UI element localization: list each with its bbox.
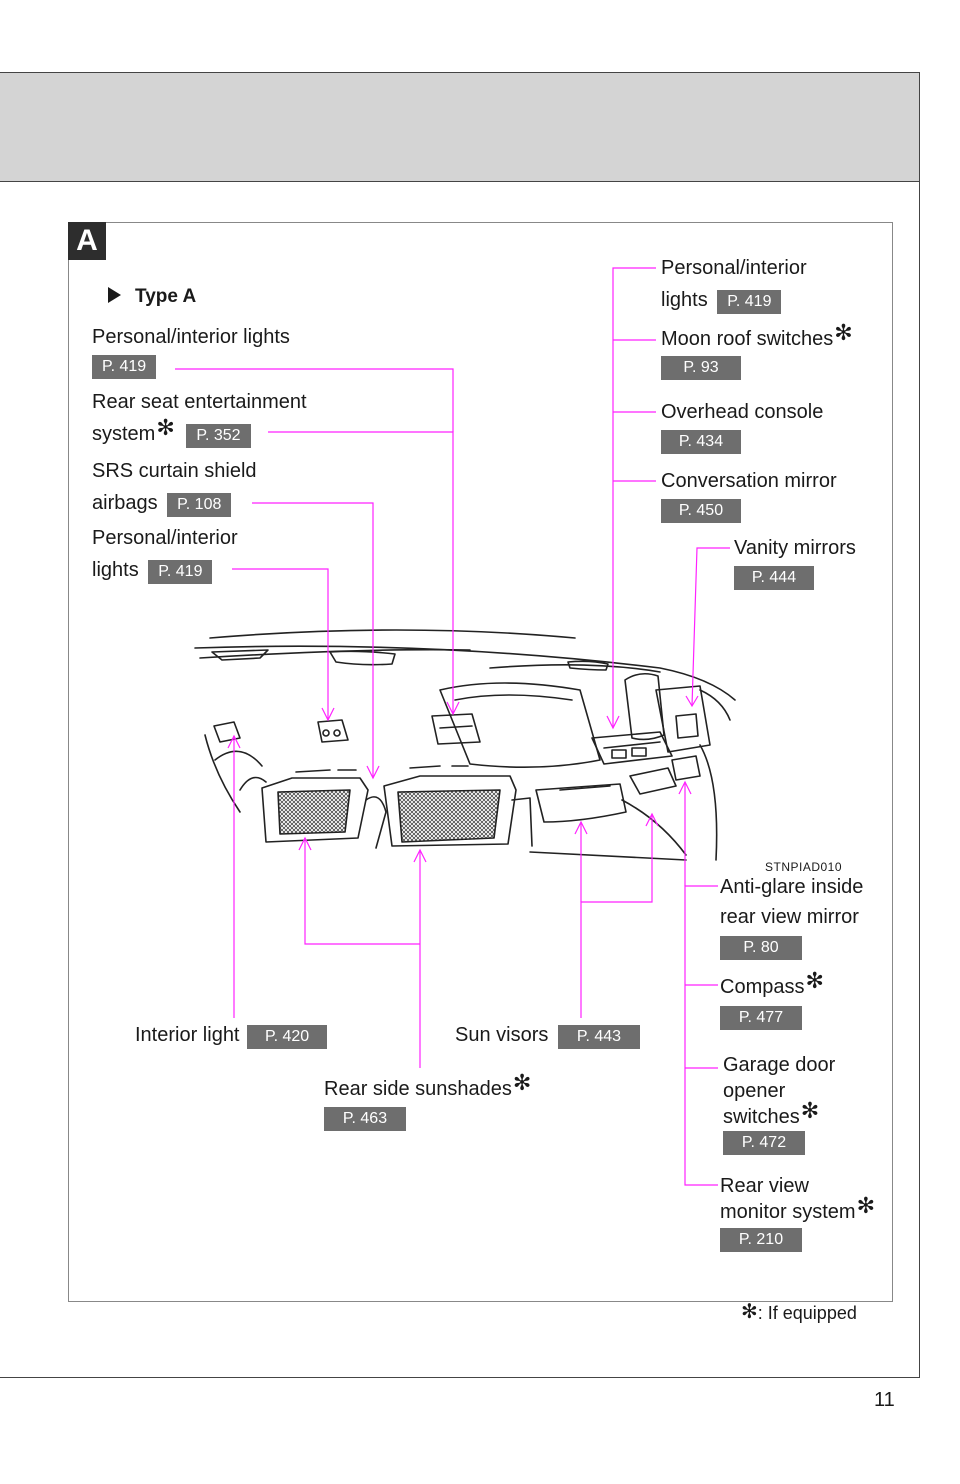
callout-rear-seat-entertainment: Rear seat entertainment system✻ P. 352 — [92, 388, 307, 448]
callout-interior-light: Interior light P. 420 — [135, 1021, 328, 1049]
callout-label: airbags — [92, 492, 158, 514]
callout-label: Personal/interior — [661, 257, 807, 279]
callout-label: rear view mirror — [720, 906, 859, 928]
callout-overhead-console: Overhead console — [661, 398, 823, 426]
callout-label: system — [92, 423, 156, 445]
callout-conversation-mirror: Conversation mirror — [661, 467, 837, 495]
page-ref-badge[interactable]: P. 443 — [557, 1025, 640, 1049]
callout-personal-interior-lights-right: Personal/interior lights P. 419 — [661, 254, 807, 314]
header-band — [0, 72, 920, 182]
callout-label: SRS curtain shield — [92, 460, 257, 482]
page-ref-badge[interactable]: P. 463 — [324, 1107, 406, 1131]
asterisk-icon: ✻ — [805, 968, 824, 993]
figure-frame — [68, 222, 893, 1302]
callout-label: Rear seat entertainment — [92, 391, 307, 413]
callout-sun-visors: Sun visors P. 443 — [455, 1021, 640, 1049]
figure-code: STNPIAD010 — [765, 860, 843, 874]
asterisk-icon: ✻ — [741, 1301, 758, 1323]
page-ref-badge[interactable]: P. 434 — [661, 430, 741, 454]
footnote-text: : If equipped — [757, 1303, 857, 1323]
asterisk-icon: ✻ — [834, 320, 853, 345]
page-ref-badge[interactable]: P. 93 — [661, 356, 741, 380]
callout-garage-door-opener: Garage door opener switches✻ — [723, 1052, 835, 1130]
page-rule-bottom — [0, 1377, 920, 1378]
callout-label: Rear side sunshades — [324, 1078, 512, 1100]
callout-moon-roof-switches: Moon roof switches✻ — [661, 320, 853, 353]
callout-label: Compass — [720, 976, 805, 998]
callout-vanity-mirrors: Vanity mirrors — [734, 534, 856, 562]
triangle-bullet-icon — [108, 287, 121, 303]
callout-label: Personal/interior lights — [92, 326, 290, 348]
type-heading: Type A — [108, 286, 196, 308]
page-ref-badge[interactable]: P. 444 — [734, 566, 814, 590]
page-ref-badge[interactable]: P. 419 — [92, 355, 157, 379]
footnote: ✻: If equipped — [740, 1301, 857, 1328]
asterisk-icon: ✻ — [512, 1070, 532, 1095]
callout-label: Interior light — [135, 1024, 240, 1046]
page-ref-badge[interactable]: P. 419 — [717, 290, 782, 314]
page-number: 11 — [874, 1389, 895, 1411]
section-tab: A — [68, 222, 106, 260]
page-ref-badge[interactable]: P. 420 — [247, 1025, 328, 1049]
page-rule-right — [919, 72, 920, 1378]
callout-label: Conversation mirror — [661, 470, 837, 492]
callout-label: Vanity mirrors — [734, 537, 856, 559]
callout-label: Moon roof switches — [661, 328, 834, 350]
callout-anti-glare-mirror: Anti-glare inside rear view mirror — [720, 872, 863, 932]
page-ref-badge[interactable]: P. 352 — [186, 424, 251, 448]
page-ref-badge[interactable]: P. 80 — [720, 936, 802, 960]
callout-label: lights — [661, 289, 708, 311]
callout-compass: Compass✻ — [720, 968, 824, 1001]
callout-label: Anti-glare inside — [720, 876, 864, 898]
asterisk-icon: ✻ — [800, 1098, 820, 1123]
callout-rear-view-monitor: Rear view monitor system✻ — [720, 1173, 875, 1225]
callout-label: Sun visors — [455, 1024, 549, 1046]
callout-label: monitor system — [720, 1201, 856, 1223]
callout-label: lights — [92, 559, 139, 581]
callout-personal-interior-lights-1: Personal/interior lights — [92, 323, 290, 351]
leader-arrowheads — [227, 695, 699, 863]
asterisk-icon: ✻ — [156, 415, 175, 440]
page-ref-badge[interactable]: P. 477 — [720, 1006, 802, 1030]
leader-lines — [175, 267, 730, 1186]
page-ref-badge[interactable]: P. 450 — [661, 499, 741, 523]
callout-label: opener — [723, 1080, 786, 1102]
type-heading-text: Type A — [135, 286, 197, 307]
page-ref-badge[interactable]: P. 108 — [167, 493, 232, 517]
callout-rear-side-sunshades: Rear side sunshades✻ — [324, 1070, 531, 1103]
car-ceiling-drawing — [194, 629, 736, 861]
callout-label: switches — [723, 1106, 800, 1128]
callout-label: Rear view — [720, 1175, 809, 1197]
callout-label: Overhead console — [661, 401, 824, 423]
page-ref-badge[interactable]: P. 472 — [723, 1131, 805, 1155]
callout-label: Personal/interior — [92, 527, 238, 549]
asterisk-icon: ✻ — [856, 1193, 876, 1218]
page-ref-badge[interactable]: P. 419 — [148, 560, 213, 584]
callout-srs-curtain-shield-airbags: SRS curtain shield airbags P. 108 — [92, 457, 257, 517]
page-ref-badge[interactable]: P. 210 — [720, 1228, 802, 1252]
callout-label: Garage door — [723, 1054, 836, 1076]
callout-personal-interior-lights-2: Personal/interior lights P. 419 — [92, 524, 238, 584]
